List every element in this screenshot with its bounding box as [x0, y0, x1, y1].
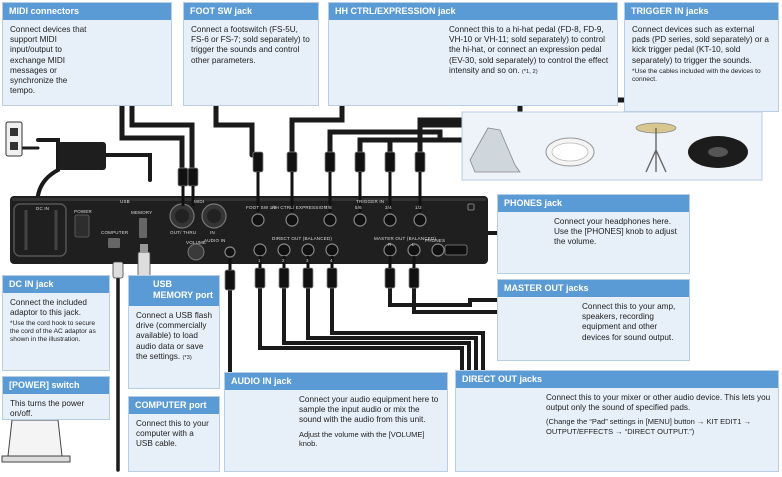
- direct-out-box: DIRECT OUT jacks Connect this to your mi…: [455, 370, 779, 472]
- midi-connectors-text: Connect devices that support MIDI input/…: [10, 25, 87, 96]
- panel-label-computer: COMPUTER: [101, 230, 129, 235]
- power-switch-box: [POWER] switch This turns the power on/o…: [2, 376, 110, 420]
- phones-text: Connect your headphones here. Use the [P…: [554, 217, 677, 247]
- panel-label-phones: PHONES: [425, 238, 446, 243]
- trigger-in-note: *Use the cables included with the device…: [632, 67, 761, 83]
- trigger-label-1-2: 1/2: [415, 205, 422, 210]
- phones-plug: [444, 244, 468, 256]
- usb-memory-ref: (*3): [182, 354, 192, 361]
- trigger-label-7-8: 7/8: [325, 205, 332, 210]
- hh-ctrl-title: HH CTRL/EXPRESSION jack: [329, 3, 617, 20]
- foot-sw-box: FOOT SW jack Connect a footswitch (FS-5U…: [183, 2, 319, 106]
- midi-connectors-box: MIDI connectors Connect devices that sup…: [2, 2, 172, 106]
- hh-ctrl-text: Connect this to a hi-hat pedal (FD-8, FD…: [449, 25, 609, 75]
- panel-label-direct-out: DIRECT OUT (BALANCED): [272, 236, 333, 241]
- usb-memory-text: Connect a USB flash drive (commercially …: [136, 311, 213, 361]
- panel-label-memory: MEMORY: [131, 210, 153, 215]
- computer-port-text: Connect this to your computer with a USB…: [136, 419, 209, 449]
- trigger-label-5-6: 5/6: [355, 205, 362, 210]
- computer-port-title: COMPUTER port: [129, 397, 219, 414]
- panel-label-dc-in: DC IN: [36, 206, 50, 211]
- direct-label-2: 2: [282, 258, 285, 263]
- panel-label-foot-sw: FOOT SW 1/2: [246, 205, 277, 210]
- hh-ctrl-ref: (*1, 2): [521, 68, 538, 75]
- computer-illustration: [1, 419, 71, 463]
- panel-label-volume: VOLUME: [186, 240, 207, 245]
- master-out-title: MASTER OUT jacks: [498, 280, 689, 297]
- panel-label-midi: MIDI: [194, 199, 205, 204]
- trigger-label-3-4: 3/4: [385, 205, 392, 210]
- rear-panel: [10, 196, 488, 264]
- dc-in-box: DC IN jack Connect the included adaptor …: [2, 275, 110, 371]
- direct-out-title: DIRECT OUT jacks: [456, 371, 778, 388]
- panel-label-trigger-in: TRIGGER IN: [356, 199, 385, 204]
- panel-label-hh-ctrl: HH CTRL/ EXPRESSION: [272, 205, 328, 210]
- direct-out-text: Connect this to your mixer or other audi…: [546, 393, 771, 413]
- usb-memory-title: USB MEMORY port: [129, 276, 219, 306]
- panel-label-usb: USB: [120, 199, 130, 204]
- foot-sw-text: Connect a footswitch (FS-5U, FS-6 or FS-…: [191, 25, 310, 65]
- trigger-in-box: TRIGGER IN jacks Connect devices such as…: [624, 2, 779, 112]
- dc-in-text: Connect the included adaptor to this jac…: [10, 298, 87, 318]
- usb-memory-box: USB MEMORY port Connect a USB flash driv…: [128, 275, 220, 389]
- dc-in-title: DC IN jack: [3, 276, 109, 293]
- master-label-l: L: [412, 242, 415, 247]
- panel-label-in: IN: [210, 230, 215, 235]
- jack-plugs-bottom: [224, 267, 420, 291]
- trigger-in-text: Connect devices such as external pads (P…: [632, 25, 769, 65]
- direct-label-3: 3: [306, 258, 309, 263]
- direct-out-note: (Change the “Pad” settings in [MENU] but…: [546, 417, 751, 436]
- jack-plug-tips-top: [181, 172, 422, 212]
- audio-in-text: Connect your audio equipment here to sam…: [299, 395, 439, 425]
- direct-label-4: 4: [330, 258, 333, 263]
- panel-label-master-out: MASTER OUT (BALANCED): [374, 236, 437, 241]
- panel-label-power: POWER: [74, 209, 93, 214]
- panel-label-audio-in: AUDIO IN: [204, 238, 226, 243]
- master-out-text: Connect this to your amp, speakers, reco…: [582, 302, 676, 342]
- phones-box: PHONES jack Connect your headphones here…: [497, 194, 690, 274]
- master-out-box: MASTER OUT jacks Connect this to your am…: [497, 279, 690, 361]
- panel-label-out-thru: OUT/ THRU: [170, 230, 197, 235]
- audio-in-box: AUDIO IN jack Connect your audio equipme…: [224, 372, 448, 472]
- computer-port-box: COMPUTER port Connect this to your compu…: [128, 396, 220, 472]
- power-switch-text: This turns the power on/off.: [10, 399, 85, 419]
- audio-in-title: AUDIO IN jack: [225, 373, 447, 390]
- usb-cable-plug: [112, 261, 124, 279]
- direct-label-1: 1: [258, 258, 261, 263]
- jack-plugs-top: [177, 151, 426, 187]
- power-adaptor-illustration: [5, 121, 106, 170]
- dc-in-note: *Use the cord hook to secure the cord of…: [10, 320, 96, 344]
- midi-connectors-title: MIDI connectors: [3, 3, 171, 20]
- jack-plug-tips-bottom: [228, 256, 416, 270]
- master-label-r: R: [388, 242, 392, 247]
- power-switch-title: [POWER] switch: [3, 377, 109, 394]
- audio-in-text2: Adjust the volume with the [VOLUME] knob…: [299, 429, 425, 448]
- hh-ctrl-box: HH CTRL/EXPRESSION jack Connect this to …: [328, 2, 618, 106]
- trigger-in-title: TRIGGER IN jacks: [625, 3, 778, 20]
- phones-title: PHONES jack: [498, 195, 689, 212]
- trigger-devices-illustration: [461, 111, 763, 181]
- foot-sw-title: FOOT SW jack: [184, 3, 318, 20]
